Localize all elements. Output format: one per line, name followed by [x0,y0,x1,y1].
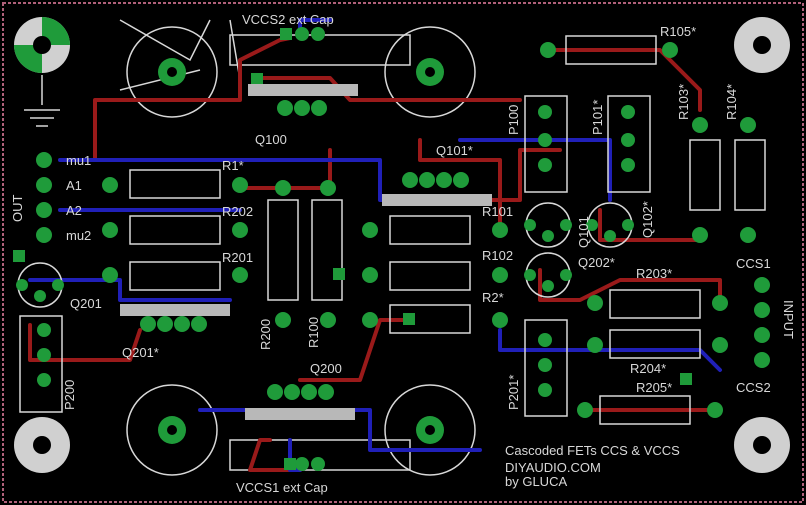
resistor-bodies [129,35,766,425]
ground-symbol [24,75,60,127]
component-pads [13,27,770,471]
r102-label: R102 [482,248,513,263]
input-label: INPUT [781,300,796,339]
r2-label: R2* [482,290,504,305]
vccs2-cap-label: VCCS2 ext Cap [242,12,334,27]
p100-label: P100 [506,105,521,135]
board-title: Cascoded FETs CCS & VCCS [505,443,680,458]
q200-label: Q200 [310,361,342,376]
r104-label: R104* [724,84,739,120]
transistor-packages [16,84,634,420]
r201-label: R201 [222,250,253,265]
vccs1-cap-label: VCCS1 ext Cap [236,480,328,495]
q102-label: Q102* [640,201,655,238]
q101-label: Q101* [436,143,473,158]
p101-label: P101* [590,100,605,135]
ccs1-label: CCS1 [736,256,771,271]
r103-label: R103* [676,84,691,120]
r1-label: R1* [222,158,244,173]
mounting-holes [14,17,790,473]
q101-rotated-label: Q101 [576,216,591,248]
r200-label: R200 [258,319,273,350]
trimmer-outlines [19,95,651,417]
a2-label: A2 [66,203,82,218]
r105-label: R105* [660,24,696,39]
r202-label: R202 [222,204,253,219]
mu1-label: mu1 [66,153,91,168]
mu2-label: mu2 [66,228,91,243]
heatsinks [119,19,476,476]
bottom-copper-traces [28,18,722,472]
r101-label: R101 [482,204,513,219]
p201-label: P201* [506,375,521,410]
r204-label: R204* [630,361,666,376]
q201-label: Q201 [70,296,102,311]
q202-label: Q202* [578,255,615,270]
site-text: DIYAUDIO.COM [505,460,601,475]
q201b-label: Q201* [122,345,159,360]
r205-label: R205* [636,380,672,395]
a1-label: A1 [66,178,82,193]
author-text: by GLUCA [505,474,567,489]
r203-label: R203* [636,266,672,281]
q100-label: Q100 [255,132,287,147]
out-label: OUT [10,195,25,223]
r100-label: R100 [306,317,321,348]
p200-label: P200 [62,380,77,410]
ccs2-label: CCS2 [736,380,771,395]
top-copper-traces [28,36,722,472]
